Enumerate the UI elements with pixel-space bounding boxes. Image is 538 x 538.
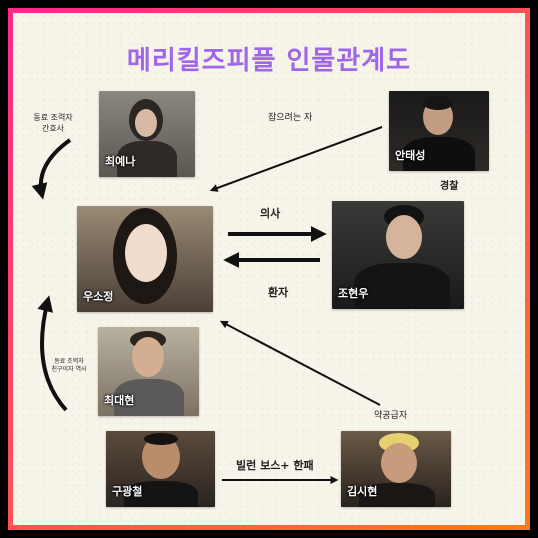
card-cho-hyunwoo: 조현우 xyxy=(332,201,464,309)
name-cho-hyunwoo: 조현우 xyxy=(338,287,369,300)
name-gu-gwangcheol: 구광철 xyxy=(112,485,143,498)
arrow-taesung-to-sojung xyxy=(209,126,383,192)
label-doctor: 의사 xyxy=(260,207,281,220)
arrow-yena-to-sojung xyxy=(31,138,72,200)
card-choi-yena: 최예나 xyxy=(99,91,195,177)
label-chasing: 잡으려는 자 xyxy=(268,113,313,123)
label-colleague-nurse-line2: 간호사 xyxy=(41,124,65,133)
arrow-sihyun-to-sojung xyxy=(219,320,381,406)
label-drug-supplier: 약공급자 xyxy=(374,411,408,421)
card-woo-sojung: 우소정 xyxy=(77,206,213,312)
label-colleague-nurse-line1: 동료 조력자 xyxy=(33,113,73,122)
diagram-title: 메리킬즈피플 인물관계도 xyxy=(126,46,412,76)
card-an-taesung: 안태성 xyxy=(389,91,489,171)
arrow-daehyun-to-sojung xyxy=(37,295,68,412)
label-colleague-friend: 동료 조력자 친구이자 역사 xyxy=(44,358,94,374)
label-colleague-friend-line1: 동료 조력자 xyxy=(54,358,84,365)
name-choi-daehyun: 최대현 xyxy=(104,394,135,407)
name-kim-sihyun: 김시현 xyxy=(347,485,378,498)
name-an-taesung: 안태성 xyxy=(395,149,426,162)
name-woo-sojung: 우소정 xyxy=(83,290,114,303)
card-gu-gwangcheol: 구광철 xyxy=(106,431,215,507)
label-police: 경찰 xyxy=(440,181,459,192)
card-choi-daehyun: 최대현 xyxy=(98,327,199,416)
label-colleague-friend-line2: 친구이자 역사 xyxy=(51,366,87,373)
name-choi-yena: 최예나 xyxy=(105,155,136,168)
card-kim-sihyun: 김시현 xyxy=(341,431,451,507)
label-colleague-nurse: 동료 조력자 간호사 xyxy=(28,112,78,134)
label-patient: 환자 xyxy=(268,286,289,299)
label-villain-boss: 빌런 보스+ 한패 xyxy=(236,459,314,472)
